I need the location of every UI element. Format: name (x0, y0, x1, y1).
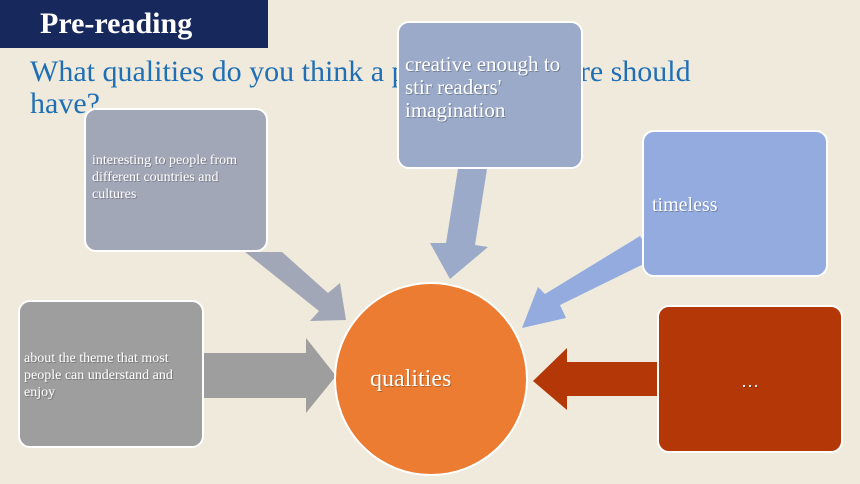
node-label-3: timeless (652, 194, 718, 216)
arrow-node-2 (430, 169, 488, 279)
center-label: qualities (370, 365, 452, 392)
node-box-3: timeless (642, 130, 828, 277)
arrow-node-1 (245, 252, 346, 321)
node-box-5: … (657, 305, 843, 453)
arrow-node-5 (533, 348, 657, 410)
arrow-node-3 (522, 236, 654, 328)
node-label-2: creative enough to stir readers' imagina… (405, 52, 561, 122)
center-node: qualities (334, 282, 528, 476)
node-label-5: … (741, 371, 759, 391)
node-label-4: about the theme that most people can und… (24, 351, 173, 400)
node-box-4: about the theme that most people can und… (18, 300, 204, 448)
node-box-2: creative enough to stir readers' imagina… (397, 21, 583, 169)
arrow-node-4 (204, 338, 336, 413)
section-tag: Pre-reading (0, 0, 268, 48)
node-box-1: interesting to people from different cou… (84, 108, 268, 252)
node-label-1: interesting to people from different cou… (92, 153, 238, 202)
